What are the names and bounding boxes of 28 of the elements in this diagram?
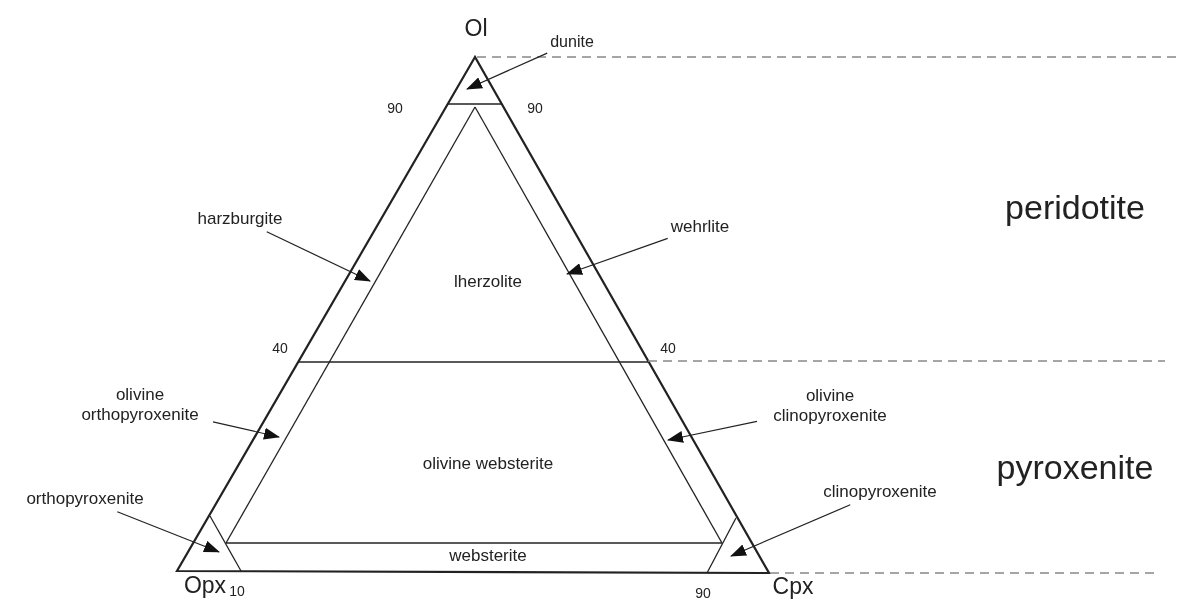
apex-label: Ol bbox=[464, 14, 488, 42]
tick-value: 90 bbox=[387, 99, 403, 117]
field-label: olivine websterite bbox=[422, 454, 554, 474]
leader-line bbox=[667, 420, 758, 443]
rock-type-label: wehrlite bbox=[670, 217, 730, 237]
tick-value: 40 bbox=[660, 339, 676, 357]
group-label: peridotite bbox=[1005, 188, 1145, 228]
apex-label: Opx bbox=[183, 571, 227, 599]
rock-type-label: dunite bbox=[550, 32, 594, 52]
rock-type-label: olivine orthopyroxenite bbox=[70, 385, 210, 425]
leader-line bbox=[212, 421, 280, 440]
apex-label: Cpx bbox=[772, 572, 814, 600]
field-label: lherzolite bbox=[454, 272, 522, 292]
leader-line bbox=[466, 52, 548, 90]
field-label: websterite bbox=[449, 546, 527, 566]
rock-type-label: orthopyroxenite bbox=[26, 489, 144, 509]
leader-line bbox=[266, 231, 371, 282]
leader-line bbox=[730, 504, 851, 557]
group-label: pyroxenite bbox=[996, 448, 1154, 488]
leader-line bbox=[116, 511, 220, 553]
rock-type-label: harzburgite bbox=[197, 209, 283, 229]
tick-value: 40 bbox=[272, 339, 288, 357]
tick-value: 90 bbox=[527, 99, 543, 117]
rock-type-label: clinopyroxenite bbox=[823, 482, 937, 502]
tick-value: 10 bbox=[229, 582, 245, 600]
tick-value: 90 bbox=[695, 584, 711, 602]
rock-type-label: olivine clinopyroxenite bbox=[760, 386, 900, 426]
leader-line bbox=[566, 237, 669, 275]
